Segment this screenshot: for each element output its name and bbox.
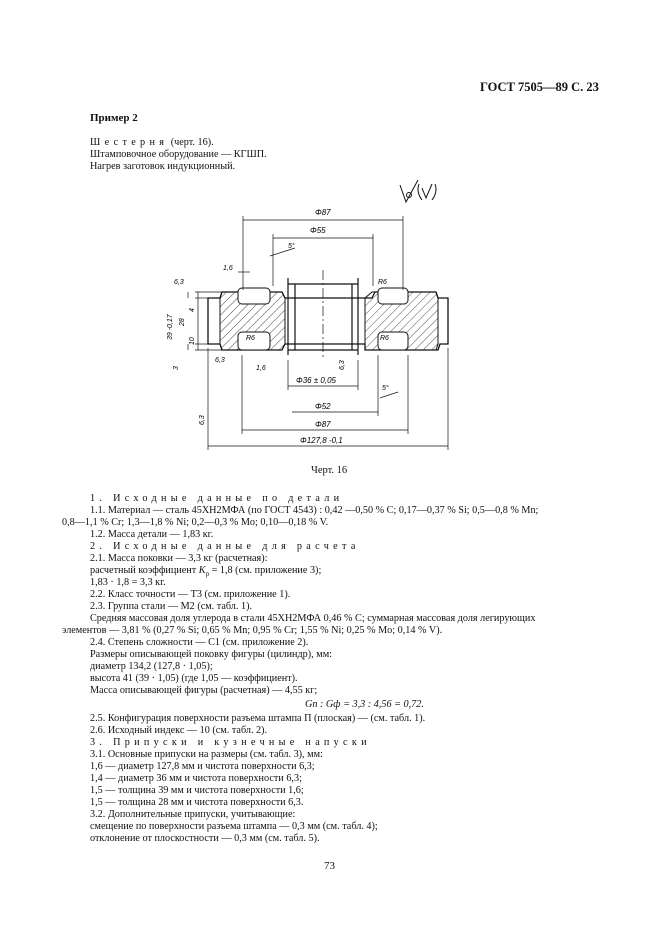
allowance-item: 1,4 — диаметр 36 мм и чистота поверхност… [90, 773, 302, 784]
section-2-3-c: элементов — 3,81 % (0,27 % Si; 0,65 % Mn… [62, 625, 443, 636]
dim-h39: 39 -0,17 [167, 313, 174, 340]
part-name: Шестерня [90, 137, 169, 148]
dim-h10: 10 [189, 337, 196, 345]
coef-suffix: = 1,8 (см. приложение 3); [209, 565, 322, 576]
dim-angle-bottom: 5° [382, 384, 389, 392]
coef-symbol: K [198, 565, 206, 576]
section-3-2-a: смещение по поверхности разъема штампа —… [90, 821, 378, 832]
dim-d52: Φ52 [315, 402, 331, 411]
allowance-item: 1,6 — диаметр 127,8 мм и чистота поверхн… [90, 761, 315, 772]
dim-r6-3-mid: 6,3 [339, 360, 346, 370]
section-2-4-b: Размеры описывающей поковку фигуры (цили… [90, 649, 332, 660]
dim-r6-3-bottom: 6,3 [215, 357, 225, 364]
dimension-lines [187, 216, 449, 450]
right-top-recess [377, 287, 409, 305]
section-3-2: 3.2. Дополнительные припуски, учитывающи… [90, 809, 296, 820]
part-ref: (черт. 16). [170, 137, 214, 148]
section-2-1-calc: 1,83 · 1,8 = 3,3 кг. [90, 577, 166, 588]
dim-d87-top: Φ87 [315, 208, 331, 217]
section-2-4-e: Масса описывающей фигуры (расчетная) — 4… [90, 685, 318, 696]
section-1-1-a: 1.1. Материал — сталь 45ХН2МФА (по ГОСТ … [90, 505, 539, 516]
center-bore [287, 270, 359, 360]
drawing-caption: Черт. 16 [311, 465, 348, 476]
dim-h4: 4 [189, 308, 196, 312]
allowance-item: 1,5 — толщина 28 мм и чистота поверхност… [90, 797, 304, 808]
section-3-title: 3. Припуски и кузнечные напуски [90, 737, 371, 748]
left-bottom-recess [237, 331, 271, 351]
dim-r1-6: 1,6 [223, 265, 233, 272]
page-number: 73 [324, 860, 335, 872]
section-2-5: 2.5. Конфигурация поверхности разъема шт… [90, 713, 426, 724]
technical-drawing: Φ87 Φ55 5° 1,6 6,3 R6 39 -0,17 28 4 10 3… [167, 180, 449, 450]
section-3-1: 3.1. Основные припуски на размеры (см. т… [90, 749, 323, 760]
section-2-4-d: высота 41 (39 · 1,05) (где 1,05 — коэффи… [90, 673, 298, 684]
allowance-item: 1,5 — толщина 39 мм и чистота поверхност… [90, 785, 304, 796]
section-3-2-b: отклонение от плоскостности — 0,3 мм (см… [90, 833, 320, 844]
dim-r6-3-left: 6,3 [174, 279, 184, 286]
dim-r6-right-top: R6 [378, 279, 387, 286]
dim-d127: Φ127,8 -0,1 [300, 436, 343, 445]
section-2-2: 2.2. Класс точности — Т3 (см. приложение… [90, 589, 291, 600]
example-line-2: Штамповочное оборудование — КГШП. [90, 149, 267, 160]
dim-r6-right-bottom: R6 [380, 335, 389, 342]
left-top-recess [237, 287, 271, 305]
coef-subscript: р [205, 570, 210, 579]
dim-h28: 28 [179, 318, 186, 327]
dim-r1-6-bottom: 1,6 [256, 365, 266, 372]
coef-prefix: расчетный коэффициент [90, 565, 199, 576]
section-1-1-b: 0,8—1,1 % Cr; 1,3—1,8 % Ni; 0,2—0,3 % Mo… [62, 517, 329, 528]
dim-d87-bottom: Φ87 [315, 420, 331, 429]
mass-ratio-formula: Gп : Gф = 3,3 : 4,56 = 0,72. [305, 699, 424, 710]
section-1-title: 1. Исходные данные по детали [90, 493, 344, 504]
right-bottom-recess [377, 331, 409, 351]
example-line-1: Шестерня (черт. 16). [90, 137, 214, 149]
roughness-symbol [399, 180, 437, 204]
section-2-4: 2.4. Степень сложности — С1 (см. приложе… [90, 637, 309, 648]
section-2-1-coef: расчетный коэффициент Kр = 1,8 (см. прил… [90, 565, 321, 580]
section-2-6: 2.6. Исходный индекс — 10 (см. табл. 2). [90, 725, 268, 736]
section-2-title: 2. Исходные данные для расчета [90, 541, 360, 552]
section-2-4-c: диаметр 134,2 (127,8 · 1,05); [90, 661, 213, 672]
dim-angle-top: 5° [288, 242, 295, 250]
example-line-3: Нагрев заготовок индукционный. [90, 161, 236, 172]
dim-d36: Φ36 ± 0,05 [296, 376, 337, 385]
section-1-2: 1.2. Масса детали — 1,83 кг. [90, 529, 214, 540]
example-title: Пример 2 [90, 112, 138, 124]
section-2-3: 2.3. Группа стали — М2 (см. табл. 1). [90, 601, 253, 612]
section-2-1: 2.1. Масса поковки — 3,3 кг (расчетная): [90, 553, 268, 564]
dim-r6-left: R6 [246, 335, 255, 342]
dim-r6-3-side: 6,3 [199, 415, 206, 425]
page-header: ГОСТ 7505—89 С. 23 [480, 80, 599, 94]
dim-h3: 3 [173, 366, 180, 370]
dim-d55: Φ55 [310, 226, 326, 235]
section-2-3-b: Средняя массовая доля углерода в стали 4… [90, 613, 536, 624]
